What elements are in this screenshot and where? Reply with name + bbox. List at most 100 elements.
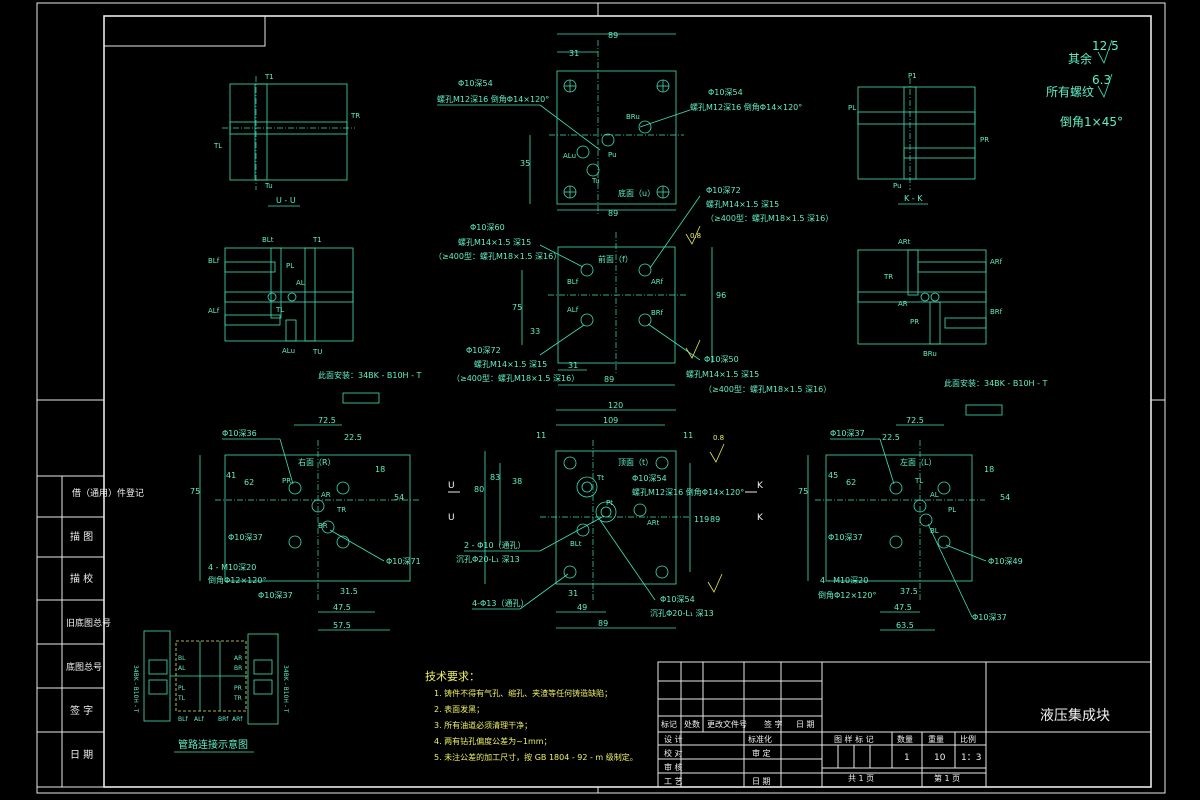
schematic-label: BRf bbox=[218, 716, 229, 723]
title-block-header: 处数 bbox=[684, 719, 700, 729]
dim-label: 96 bbox=[716, 291, 726, 300]
note-label: 沉孔Φ20-L₁ 深13 bbox=[650, 609, 714, 618]
top-left-title-box bbox=[103, 15, 266, 47]
section-view-kk: P1 PL PR Pu K - K bbox=[848, 72, 989, 205]
roughness-rest-label: 其余 bbox=[1068, 51, 1092, 66]
dim-label: 35 bbox=[520, 159, 530, 168]
dim-label: 11 bbox=[536, 431, 546, 440]
dim-label: 62 bbox=[846, 478, 856, 487]
schematic-label: PR bbox=[234, 685, 242, 692]
note-label: 螺孔M12深16 倒角Φ14×120° bbox=[437, 94, 549, 104]
dim-label: 47.5 bbox=[894, 603, 912, 612]
title-block: 液压集成块 标记 处数 更改文件号 签 字 日 期 设 计 校 对 审 核 工 … bbox=[657, 661, 1152, 788]
port-label: ARt bbox=[898, 238, 911, 246]
roughness-label: 0.8 bbox=[690, 232, 701, 240]
section-label-kk: K - K bbox=[904, 194, 923, 203]
schematic-label: ARf bbox=[232, 716, 243, 723]
note-label: Φ10深54 bbox=[660, 595, 695, 604]
schematic-label: TL bbox=[177, 695, 186, 702]
schematic-label: PL bbox=[178, 685, 186, 692]
port-label: ALu bbox=[282, 347, 295, 355]
port-label: BRu bbox=[923, 350, 937, 358]
schematic-label: 34BK - B10H - T bbox=[132, 665, 139, 713]
port-label: ARf bbox=[651, 278, 664, 286]
dim-label: 89 bbox=[710, 515, 720, 524]
tech-req-heading: 技术要求： bbox=[425, 670, 480, 683]
port-label: Pt bbox=[606, 499, 613, 507]
dim-label: 18 bbox=[984, 465, 994, 474]
note-label: （≥400型：螺孔M18×1.5 深16） bbox=[704, 384, 831, 394]
note-label: 螺孔M14×1.5 深15 bbox=[474, 359, 547, 369]
dim-label: 75 bbox=[512, 303, 522, 312]
port-label: PL bbox=[286, 262, 294, 270]
view-right-face: 右面（R） 此面安装：34BK - B10H - T 72.5 22.5 75 … bbox=[190, 370, 422, 631]
title-block-scale: 1：3 bbox=[961, 753, 981, 763]
dim-label: 109 bbox=[603, 416, 618, 425]
roughness-threads-label: 所有螺纹 bbox=[1046, 85, 1094, 99]
schematic-label: TR bbox=[233, 695, 242, 702]
note-label: Φ10深72 bbox=[466, 346, 501, 355]
dim-label: 31 bbox=[568, 589, 578, 598]
port-label: TR bbox=[883, 273, 893, 281]
port-label: BL bbox=[930, 527, 939, 535]
tech-req-item: 5. 未注公差的加工尺寸，按 GB 1804 - 92 - m 级制定。 bbox=[434, 752, 638, 762]
section-mark: U bbox=[448, 513, 455, 523]
surface-notes: 12.5 其余 6.3 所有螺纹 倒角1×45° bbox=[1046, 39, 1123, 129]
sidebar-row-old-no: 旧底图总号 bbox=[66, 617, 111, 629]
title-block-date: 日 期 bbox=[752, 777, 771, 786]
sidebar-table: 借（通用）件登记 描 图 描 校 旧底图总号 底图总号 签 字 日 期 bbox=[36, 475, 144, 788]
port-label: Pu bbox=[608, 151, 617, 159]
dim-label: 22.5 bbox=[344, 433, 362, 442]
note-label: Φ10深37 bbox=[228, 533, 263, 542]
note-label: Φ10深49 bbox=[988, 557, 1023, 566]
roughness-12-5: 12.5 bbox=[1092, 39, 1119, 53]
port-label: Tt bbox=[596, 474, 604, 482]
note-label: 沉孔Φ20-L₁ 深13 bbox=[456, 555, 520, 564]
dim-label: 22.5 bbox=[882, 433, 900, 442]
note-label: （≥400型：螺孔M18×1.5 深16） bbox=[434, 251, 561, 261]
view-front-face: BLf ARf ALf BRf 前面（f） 96 75 33 31 89 Φ10… bbox=[434, 186, 833, 394]
technical-requirements: 技术要求： 1. 铸件不得有气孔、缩孔、夹渣等任何铸造缺陷； 2. 表面发黑； … bbox=[425, 670, 638, 762]
schematic-label: BR bbox=[234, 665, 242, 672]
schematic-label: 34BK - B10H - T bbox=[282, 665, 289, 713]
port-label: T1 bbox=[312, 236, 322, 244]
view-top-face: Tt ARt BLt Pt 顶面（t） 120 109 11 11 80 83 … bbox=[448, 401, 764, 629]
title-block-weight-label: 重量 bbox=[928, 734, 944, 744]
dim-label: 54 bbox=[394, 493, 404, 502]
note-label: 2 - Φ10（通孔） bbox=[464, 540, 526, 550]
title-block-role: 校 对 bbox=[664, 748, 683, 758]
dim-label: 80 bbox=[474, 485, 484, 494]
port-label: TL bbox=[914, 477, 923, 485]
dim-label: 89 bbox=[608, 31, 618, 40]
view-title-right-face: 右面（R） bbox=[298, 457, 336, 467]
section-mark: U bbox=[448, 481, 455, 491]
dim-label: 49 bbox=[577, 603, 587, 612]
port-label: ARf bbox=[990, 258, 1003, 266]
port-label: P1 bbox=[908, 72, 917, 80]
note-label: 螺孔M14×1.5 深15 bbox=[706, 199, 779, 209]
port-label: AR bbox=[898, 300, 908, 308]
port-label: BLf bbox=[567, 278, 579, 286]
note-label: 倒角Φ12×120° bbox=[818, 590, 876, 600]
note-label: 螺孔M12深16 倒角Φ14×120° bbox=[690, 102, 802, 112]
port-label: ALu bbox=[563, 152, 576, 160]
section-label-uu: U - U bbox=[276, 196, 296, 205]
port-label: PL bbox=[848, 104, 856, 112]
dim-label: 62 bbox=[244, 478, 254, 487]
dim-label: 89 bbox=[604, 375, 614, 384]
port-label: Tu bbox=[591, 177, 600, 185]
title-block-header: 标记 bbox=[661, 719, 677, 729]
sidebar-row-check: 描 校 bbox=[70, 572, 93, 585]
note-label: Φ10深60 bbox=[470, 223, 505, 232]
title-block-role: 审 核 bbox=[664, 762, 683, 772]
port-label: Tu bbox=[264, 182, 273, 190]
schematic-label: AL bbox=[178, 665, 186, 672]
port-label: ARt bbox=[647, 519, 660, 527]
title-block-role: 工 艺 bbox=[664, 777, 683, 786]
dim-label: 11 bbox=[683, 431, 693, 440]
title-block-stage: 图 样 标 记 bbox=[834, 734, 874, 744]
port-label: BLt bbox=[570, 540, 582, 548]
tech-req-item: 1. 铸件不得有气孔、缩孔、夹渣等任何铸造缺陷； bbox=[434, 688, 612, 698]
note-label: Φ10深36 bbox=[222, 429, 257, 438]
title-block-total-sheets: 共 1 页 bbox=[848, 774, 874, 783]
